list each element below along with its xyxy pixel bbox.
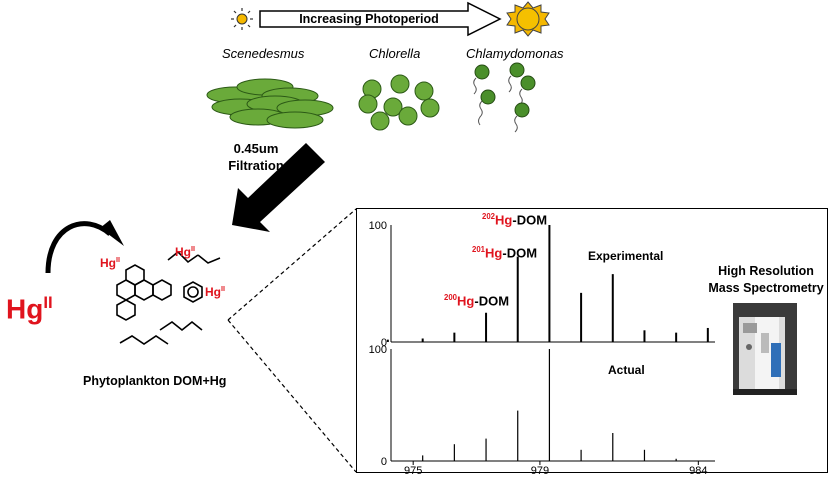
large-sun-icon xyxy=(506,1,550,37)
filtration-label: 0.45um Filtration xyxy=(216,140,296,174)
filtration-word: Filtration xyxy=(228,158,284,173)
hg-ii-label-a: HgII xyxy=(100,255,120,270)
photoperiod-label: Increasing Photoperiod xyxy=(299,12,439,26)
photoperiod-arrow xyxy=(259,1,502,37)
x-tick-label-2: 984 xyxy=(689,465,707,474)
annotation-201-hg-dom: 201Hg-DOM xyxy=(472,245,538,261)
chlorella-cells xyxy=(358,74,440,131)
scenedesmus-cells xyxy=(206,78,334,129)
annotation-200-hg-dom: 200Hg-DOM xyxy=(444,293,510,309)
y-tick-label-0: 100 xyxy=(369,220,387,232)
y-tick-label-1: 100 xyxy=(369,344,387,356)
panel-label-experimental: Experimental xyxy=(588,249,664,263)
instrument-label: High Resolution Mass Spectrometry xyxy=(708,264,824,295)
mass-spectrometer-image xyxy=(733,303,797,395)
zoom-connector-lines xyxy=(227,208,357,473)
x-tick-label-1: 979 xyxy=(531,465,549,474)
species-scenedesmus: Scenedesmus xyxy=(222,46,305,61)
y-tick-label-1: 0 xyxy=(381,456,387,468)
small-sun-icon xyxy=(231,8,253,30)
hg-ii-label-c: HgII xyxy=(205,284,225,299)
chlamydomonas-cells xyxy=(473,62,536,133)
y-tick-label-0: 0 xyxy=(381,337,387,349)
filtration-size: 0.45um xyxy=(233,141,279,156)
hg-ii-label-b: HgII xyxy=(175,244,195,259)
x-tick-label-0: 975 xyxy=(404,465,422,474)
annotation-202-hg-dom: 202Hg-DOM xyxy=(482,212,548,228)
hg-ii-large-label: HgII xyxy=(6,293,53,325)
species-chlamydomonas: Chlamydomonas xyxy=(466,46,564,61)
dom-molecules xyxy=(116,250,221,345)
dom-caption: Phytoplankton DOM+Hg xyxy=(83,374,227,388)
filtration-arrow xyxy=(232,143,325,232)
species-chlorella: Chlorella xyxy=(369,46,421,61)
panel-label-actual: Actual xyxy=(608,363,645,377)
hg-binding-arrow xyxy=(45,220,124,274)
